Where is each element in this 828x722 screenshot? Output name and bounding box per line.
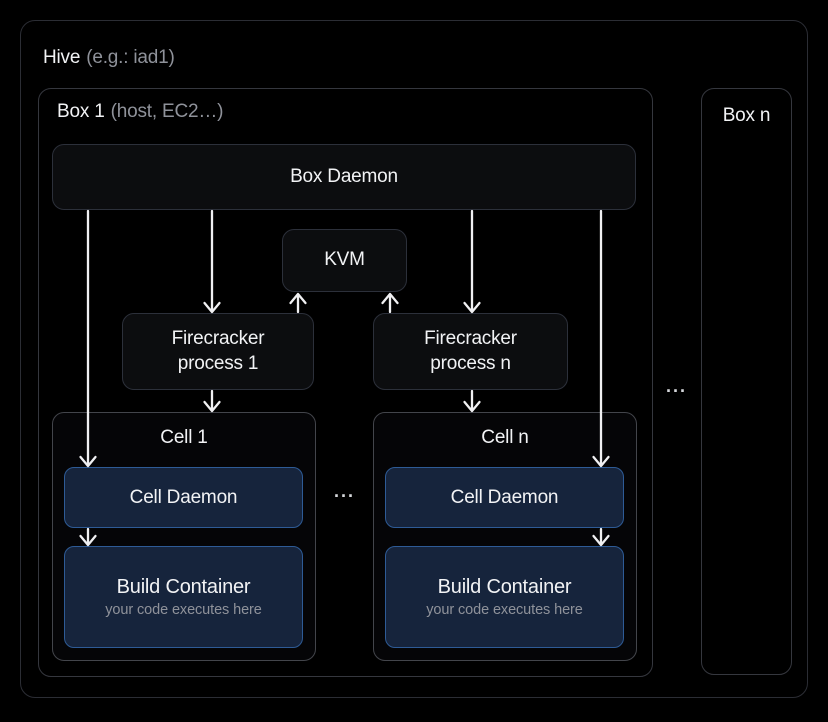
cells-ellipsis: ... xyxy=(333,481,355,501)
kvm-node: KVM xyxy=(282,229,407,292)
firecracker-n-line2: process n xyxy=(430,352,511,374)
box-1-title: Box 1 xyxy=(57,101,105,122)
build-container-n-subtitle: your code executes here xyxy=(426,602,583,618)
hive-subtitle: (e.g.: iad1) xyxy=(86,47,175,68)
box-1-container: Box 1(host, EC2…) xyxy=(38,88,653,677)
build-container-1-title: Build Container xyxy=(116,576,251,598)
box-n-container: Box n xyxy=(701,88,792,675)
box-daemon-label: Box Daemon xyxy=(290,165,398,187)
box-n-title: Box n xyxy=(722,105,771,126)
box-daemon-node: Box Daemon xyxy=(52,144,636,210)
build-container-1-subtitle: your code executes here xyxy=(105,602,262,618)
cell-daemon-1-node: Cell Daemon xyxy=(64,467,303,528)
box-1-label: Box 1(host, EC2…) xyxy=(57,101,223,123)
build-container-1-node: Build Container your code executes here xyxy=(64,546,303,648)
firecracker-process-n-node: Firecracker process n xyxy=(373,313,568,390)
hive-label: Hive(e.g.: iad1) xyxy=(43,47,175,69)
build-container-n-node: Build Container your code executes here xyxy=(385,546,624,648)
build-container-n-title: Build Container xyxy=(437,576,572,598)
cell-n-title: Cell n xyxy=(481,427,529,448)
cell-1-title: Cell 1 xyxy=(160,427,208,448)
boxes-ellipsis: ... xyxy=(665,376,687,396)
cell-daemon-n-node: Cell Daemon xyxy=(385,467,624,528)
box-1-subtitle: (host, EC2…) xyxy=(110,101,224,122)
hive-title: Hive xyxy=(43,47,81,68)
firecracker-1-line1: Firecracker xyxy=(171,327,265,349)
cell-daemon-1-label: Cell Daemon xyxy=(129,486,238,508)
firecracker-1-line2: process 1 xyxy=(177,352,259,374)
kvm-label: KVM xyxy=(324,249,365,271)
firecracker-process-1-node: Firecracker process 1 xyxy=(122,313,314,390)
firecracker-n-line1: Firecracker xyxy=(424,327,517,349)
hive-container: Hive(e.g.: iad1) xyxy=(20,20,808,698)
cell-daemon-n-label: Cell Daemon xyxy=(450,486,559,508)
